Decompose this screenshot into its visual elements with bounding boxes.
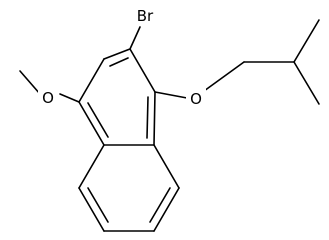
bond-ome-o-ch3 (19, 70, 41, 95)
bond-ether-o-ch2 (203, 61, 245, 92)
br-label-bg (130, 4, 160, 26)
methoxy-oxygen-atom-label: O (42, 89, 54, 107)
bonds (19, 19, 320, 232)
bond-c5-c6-double (87, 187, 109, 223)
bond-c2-c3-double (109, 57, 129, 67)
bond-c2-br (129, 26, 141, 50)
ether-o-label-bg (186, 88, 206, 110)
bond-c8a-c1-double (146, 96, 149, 139)
bond-c7-c8 (153, 187, 180, 232)
bond-c8-c8a (153, 144, 180, 189)
bond-ch-ch3-bottom (293, 61, 320, 105)
atom-labels: Br O O (38, 4, 206, 110)
bond-c1-c2 (129, 48, 156, 93)
bond-c8a-c1 (153, 91, 156, 146)
bond-c4-c4a (78, 101, 105, 146)
bond-c5-c6 (78, 187, 105, 232)
bond-c3-c4 (78, 58, 105, 103)
bond-c7-c8-double (149, 187, 171, 223)
bond-ch-ch3-top (293, 19, 320, 63)
bromine-atom-label: Br (137, 7, 154, 25)
bond-c4-c4a-double (87, 102, 109, 138)
bond-c2-c3 (103, 48, 131, 60)
bond-c4a-c5 (78, 144, 105, 189)
methoxy-o-label-bg (38, 86, 58, 108)
ether-oxygen-atom-label: O (190, 90, 202, 108)
bond-c1-ether-o (154, 91, 188, 99)
molecule-structure-diagram: Br O O (19, 4, 320, 232)
bond-c4-ome-o (59, 93, 80, 103)
